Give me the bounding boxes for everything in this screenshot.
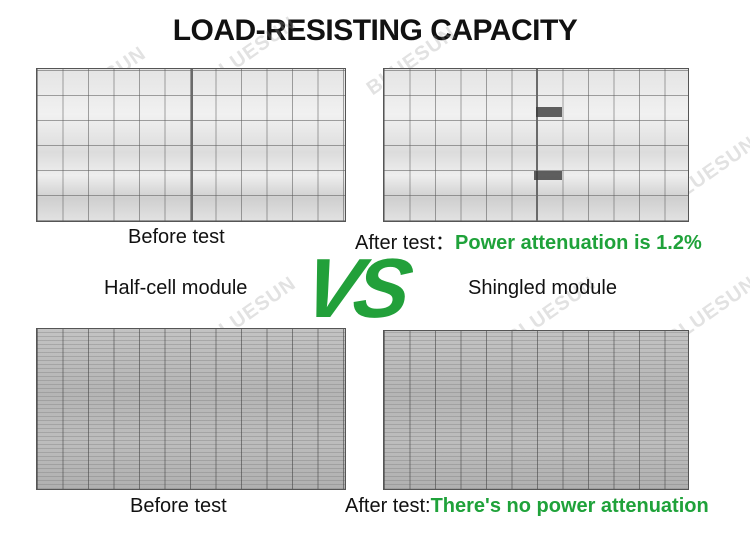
top-right-caption-prefix: After test： bbox=[355, 232, 456, 254]
half-cell-after-panel bbox=[383, 68, 689, 222]
bottom-right-caption-highlight: There's no power attenuation bbox=[430, 495, 709, 517]
top-right-caption-highlight: Power attenuation is 1.2% bbox=[455, 232, 702, 254]
half-cell-module-label: Half-cell module bbox=[104, 277, 248, 299]
half-cell-before-panel bbox=[36, 68, 346, 222]
page-title: LOAD-RESISTING CAPACITY bbox=[172, 14, 578, 47]
shingled-after-panel bbox=[383, 330, 689, 490]
panel-divider bbox=[191, 69, 193, 221]
top-left-caption: Before test bbox=[128, 226, 225, 248]
bottom-left-caption: Before test bbox=[130, 495, 227, 517]
bottom-right-caption: After test:There's no power attenuation bbox=[345, 495, 709, 518]
crack-mark-1 bbox=[536, 107, 562, 117]
bottom-right-caption-prefix: After test: bbox=[345, 495, 431, 517]
shingled-before-panel bbox=[36, 328, 346, 490]
vs-label: VS bbox=[296, 241, 414, 335]
crack-mark-2 bbox=[534, 171, 562, 180]
shingled-module-label: Shingled module bbox=[468, 277, 617, 299]
top-right-caption: After test：Power attenuation is 1.2% bbox=[355, 226, 702, 255]
panel-divider bbox=[536, 69, 538, 221]
